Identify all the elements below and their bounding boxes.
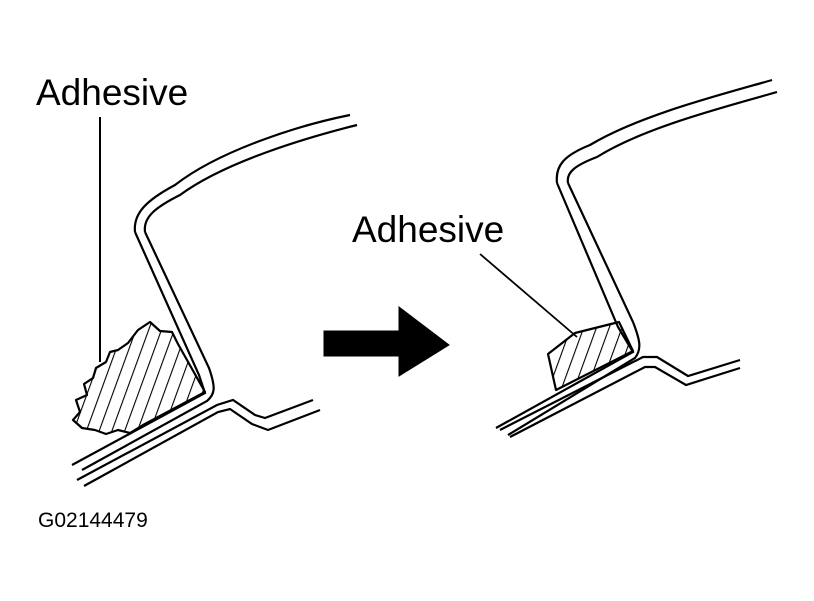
left-lower-panel-outer (76, 398, 314, 481)
right-adhesive-label: Adhesive (352, 209, 505, 250)
left-adhesive-blob (71, 320, 207, 436)
right-panel-outer (495, 182, 635, 429)
figure-code: G02144479 (38, 509, 148, 532)
left-adhesive-label: Adhesive (36, 72, 189, 113)
right-lower-panel-inner (509, 365, 741, 438)
left-glass-inner (143, 123, 358, 233)
right-adhesive-bead (546, 320, 635, 392)
left-panel-inner (81, 231, 215, 471)
left-lower-panel-inner (83, 407, 321, 487)
after-figure (479, 78, 778, 438)
right-arrow-icon (323, 305, 450, 377)
right-panel-inner (507, 182, 641, 436)
right-glass-inner (566, 90, 778, 184)
before-figure (71, 113, 358, 487)
left-panel-outer (71, 231, 207, 466)
right-lower-panel-outer (499, 355, 741, 431)
right-leader-line (479, 253, 578, 338)
left-glass-outer (133, 113, 351, 233)
right-glass-outer (555, 78, 773, 184)
